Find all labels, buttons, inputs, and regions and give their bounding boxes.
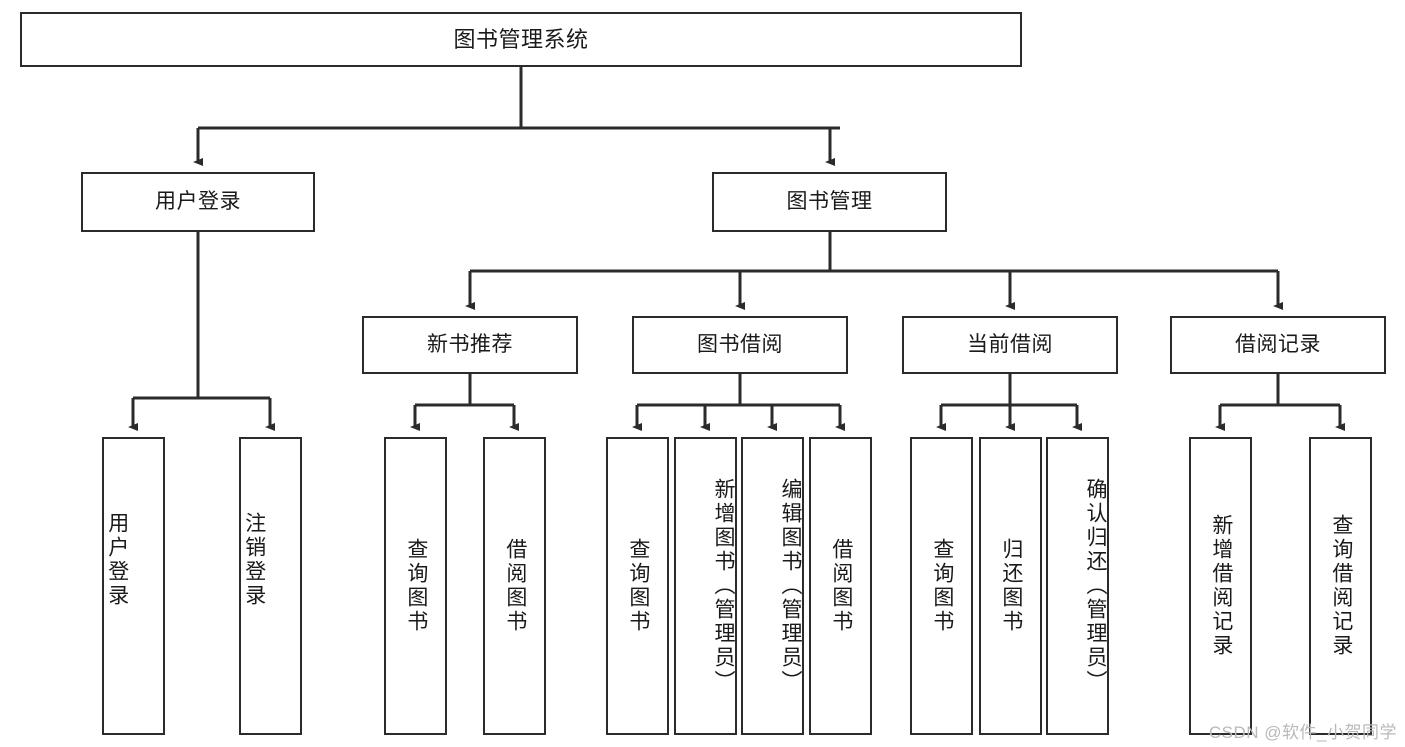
node-label: 图书借阅 bbox=[697, 332, 783, 356]
node-new-book-recommend[interactable]: 新书推荐 bbox=[362, 316, 578, 374]
node-label: 借阅记录 bbox=[1235, 332, 1321, 356]
leaf-user-login-logout[interactable]: 注销登录 bbox=[239, 437, 302, 735]
node-label: 查询图书 bbox=[404, 538, 428, 634]
node-root-system[interactable]: 图书管理系统 bbox=[20, 12, 1022, 67]
node-label: 新增图书（管理员） bbox=[712, 478, 735, 694]
leaf-book-borrow-query[interactable]: 查询图书 bbox=[606, 437, 669, 735]
node-borrow-record[interactable]: 借阅记录 bbox=[1170, 316, 1386, 374]
node-label: 归还图书 bbox=[999, 538, 1023, 634]
leaf-borrow-record-add[interactable]: 新增借阅记录 bbox=[1189, 437, 1252, 735]
node-label: 用户登录 bbox=[105, 512, 129, 608]
node-label: 查询图书 bbox=[626, 538, 650, 634]
node-label: 编辑图书（管理员） bbox=[779, 478, 802, 694]
leaf-book-borrow-edit[interactable]: 编辑图书（管理员） bbox=[741, 437, 804, 735]
leaf-current-borrow-return[interactable]: 归还图书 bbox=[979, 437, 1042, 735]
node-label: 注销登录 bbox=[242, 512, 266, 608]
leaf-book-borrow-borrow[interactable]: 借阅图书 bbox=[809, 437, 872, 735]
node-label: 借阅图书 bbox=[829, 538, 853, 634]
watermark-text: CSDN @软件_小贺同学 bbox=[1208, 723, 1397, 742]
node-label: 当前借阅 bbox=[967, 332, 1053, 356]
leaf-current-borrow-confirm[interactable]: 确认归还（管理员） bbox=[1046, 437, 1109, 735]
leaf-new-book-query[interactable]: 查询图书 bbox=[384, 437, 447, 735]
leaf-new-book-borrow[interactable]: 借阅图书 bbox=[483, 437, 546, 735]
node-label: 新书推荐 bbox=[427, 332, 513, 356]
leaf-book-borrow-add[interactable]: 新增图书（管理员） bbox=[674, 437, 737, 735]
node-book-borrow[interactable]: 图书借阅 bbox=[632, 316, 848, 374]
node-label: 查询图书 bbox=[930, 538, 954, 634]
node-label: 用户登录 bbox=[155, 189, 241, 213]
node-label: 查询借阅记录 bbox=[1329, 514, 1353, 658]
node-book-management[interactable]: 图书管理 bbox=[712, 172, 947, 232]
node-label: 图书管理系统 bbox=[453, 26, 589, 52]
node-label: 新增借阅记录 bbox=[1209, 514, 1233, 658]
node-label: 确认归还（管理员） bbox=[1084, 478, 1107, 694]
node-current-borrow[interactable]: 当前借阅 bbox=[902, 316, 1118, 374]
node-user-login[interactable]: 用户登录 bbox=[81, 172, 315, 232]
leaf-current-borrow-query[interactable]: 查询图书 bbox=[910, 437, 973, 735]
node-label: 借阅图书 bbox=[503, 538, 527, 634]
leaf-user-login-login[interactable]: 用户登录 bbox=[102, 437, 165, 735]
leaf-borrow-record-query[interactable]: 查询借阅记录 bbox=[1309, 437, 1372, 735]
node-label: 图书管理 bbox=[786, 189, 873, 213]
